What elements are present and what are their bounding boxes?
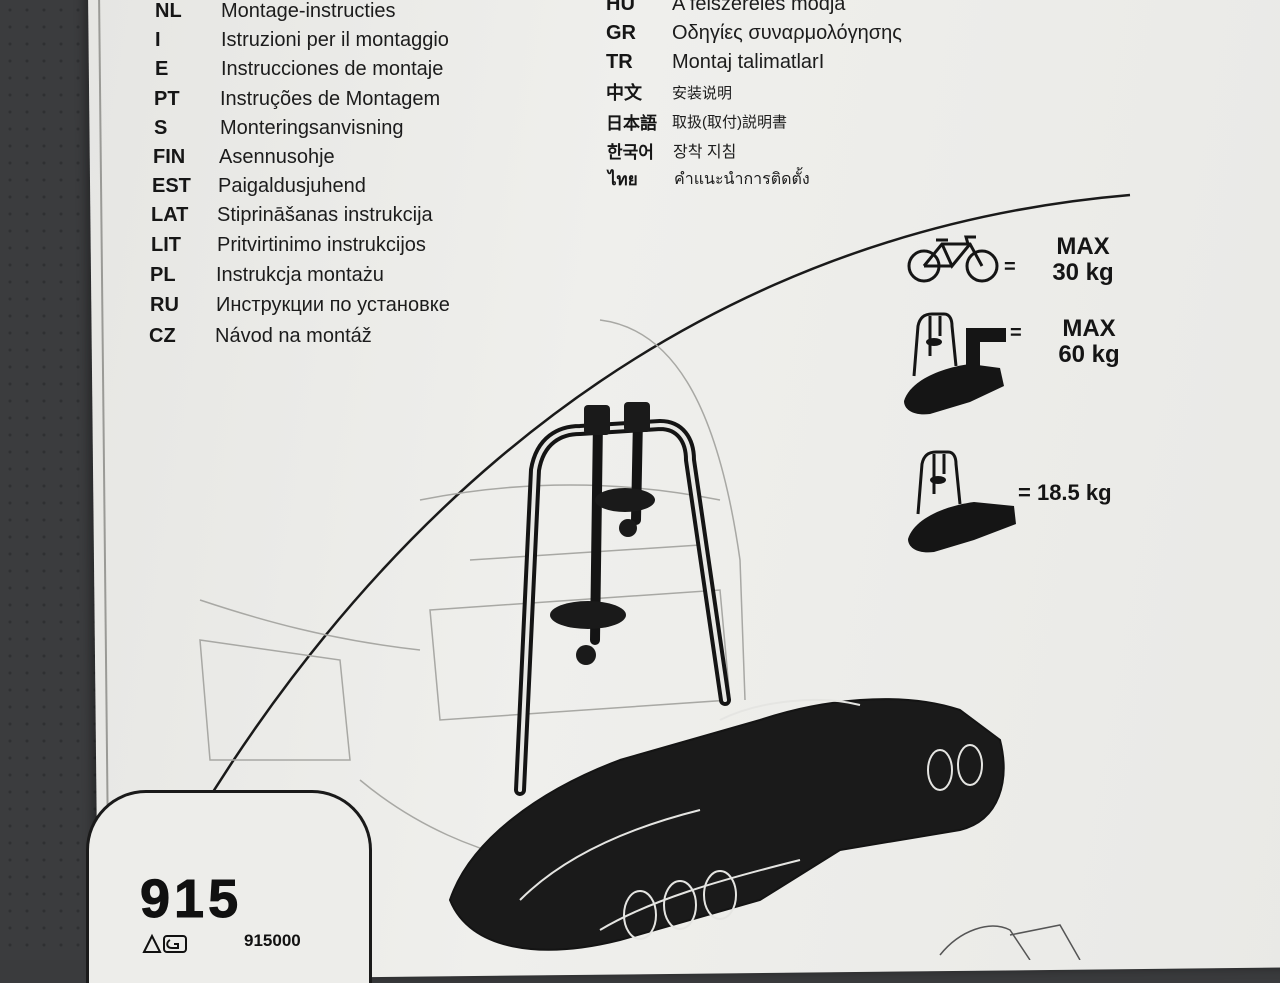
- lang-text: Monteringsanvisning: [220, 116, 404, 139]
- lang-row: TR Montaj talimatlarI: [606, 48, 824, 76]
- lang-row: 日本語 取扱(取付)説明書: [606, 107, 787, 135]
- loaded-equals: =: [1010, 322, 1022, 344]
- lang-row: S Monteringsanvisning: [154, 114, 403, 142]
- lang-text: Instruções de Montagem: [220, 87, 441, 110]
- lang-code: HU: [606, 0, 635, 15]
- lang-code: TR: [606, 50, 633, 73]
- bicycle-icon: [907, 235, 999, 283]
- lang-text: Montaj talimatlarI: [672, 50, 825, 73]
- weight-arrow-icon: [956, 328, 1006, 388]
- lang-text: 取扱(取付)説明書: [672, 113, 787, 131]
- lang-code: PL: [150, 263, 176, 286]
- lang-text: Asennusohje: [219, 145, 335, 168]
- model-code: 915000: [244, 931, 301, 950]
- lang-text: Stiprināšanas instrukcija: [217, 203, 433, 226]
- lang-code: LAT: [151, 203, 189, 226]
- lang-row: GR Οδηγίες συναρμολόγησης: [606, 19, 902, 47]
- lang-text: Instrukcja montażu: [216, 263, 384, 286]
- lang-text: Οδηγίες συναρμολόγησης: [672, 21, 902, 44]
- lang-row: ไทย คำแนะนำการติดตั้ง: [608, 165, 810, 193]
- lang-code: LIT: [151, 233, 181, 256]
- lang-text: A felszerelés módja: [672, 0, 846, 15]
- lang-code: E: [155, 57, 169, 80]
- lang-row: LIT Pritvirtinimo instrukcijos: [151, 231, 426, 259]
- lang-text: Paigaldusjuhend: [218, 174, 366, 197]
- lang-code: S: [154, 116, 168, 139]
- lang-row: 中文 安装说明: [606, 78, 732, 106]
- lang-text: 장착 지침: [673, 144, 737, 161]
- model-badge: [86, 790, 372, 983]
- bike-max-label: MAX: [1056, 233, 1110, 260]
- lang-code: CZ: [149, 324, 176, 347]
- lang-code: EST: [152, 174, 191, 197]
- lang-row: LAT Stiprināšanas instrukcija: [151, 201, 433, 229]
- lang-text: Montage-instructies: [221, 0, 396, 22]
- lang-text: Instrucciones de montaje: [221, 57, 444, 80]
- certification-logo-icon: [142, 933, 187, 953]
- lang-row: EST Paigaldusjuhend: [152, 172, 366, 200]
- lang-code: I: [155, 28, 161, 51]
- lang-row: NL Montage-instructies: [155, 0, 396, 25]
- lang-row: PT Instruções de Montagem: [154, 85, 440, 113]
- lang-row: FIN Asennusohje: [153, 143, 335, 171]
- loaded-max-label: MAX: [1062, 315, 1116, 342]
- lang-row: E Instrucciones de montaje: [155, 55, 443, 83]
- lang-text: Pritvirtinimo instrukcijos: [217, 233, 426, 256]
- bike-max-weight: MAX 30 kg: [1040, 234, 1126, 286]
- loaded-max-weight: MAX 60 kg: [1044, 316, 1134, 368]
- lang-code: RU: [150, 293, 179, 316]
- lang-code: NL: [155, 0, 182, 22]
- lang-text: 安装说明: [672, 84, 733, 102]
- lang-row: RU Инструкции по установке: [150, 291, 450, 319]
- lang-text: คำแนะนำการติดตั้ง: [674, 170, 810, 188]
- loaded-max-value: 60 kg: [1058, 341, 1120, 368]
- lang-row: I Istruzioni per il montaggio: [155, 26, 449, 54]
- bike-equals: =: [1004, 256, 1016, 278]
- lang-code: GR: [606, 21, 636, 44]
- carrier-icon: [908, 450, 1016, 553]
- lang-code: 中文: [606, 83, 642, 103]
- lang-code: FIN: [153, 145, 186, 168]
- carrier-weight: = 18.5 kg: [1018, 480, 1112, 505]
- bike-max-value: 30 kg: [1052, 259, 1114, 286]
- lang-row: CZ Návod na montáž: [149, 322, 372, 350]
- lang-code: PT: [154, 87, 180, 110]
- lang-text: Istruzioni per il montaggio: [221, 28, 449, 51]
- model-number: 915: [139, 869, 243, 930]
- lang-row: 한국어 장착 지침: [607, 136, 736, 164]
- lang-code: 한국어: [607, 142, 654, 162]
- lang-code: ไทย: [608, 169, 638, 189]
- lang-text: Návod na montáž: [215, 324, 372, 347]
- lang-row: PL Instrukcja montażu: [150, 261, 384, 289]
- lang-code: 日本語: [606, 113, 657, 133]
- lang-text: Инструкции по установке: [216, 293, 450, 316]
- lang-row: HU A felszerelés módja: [606, 0, 845, 18]
